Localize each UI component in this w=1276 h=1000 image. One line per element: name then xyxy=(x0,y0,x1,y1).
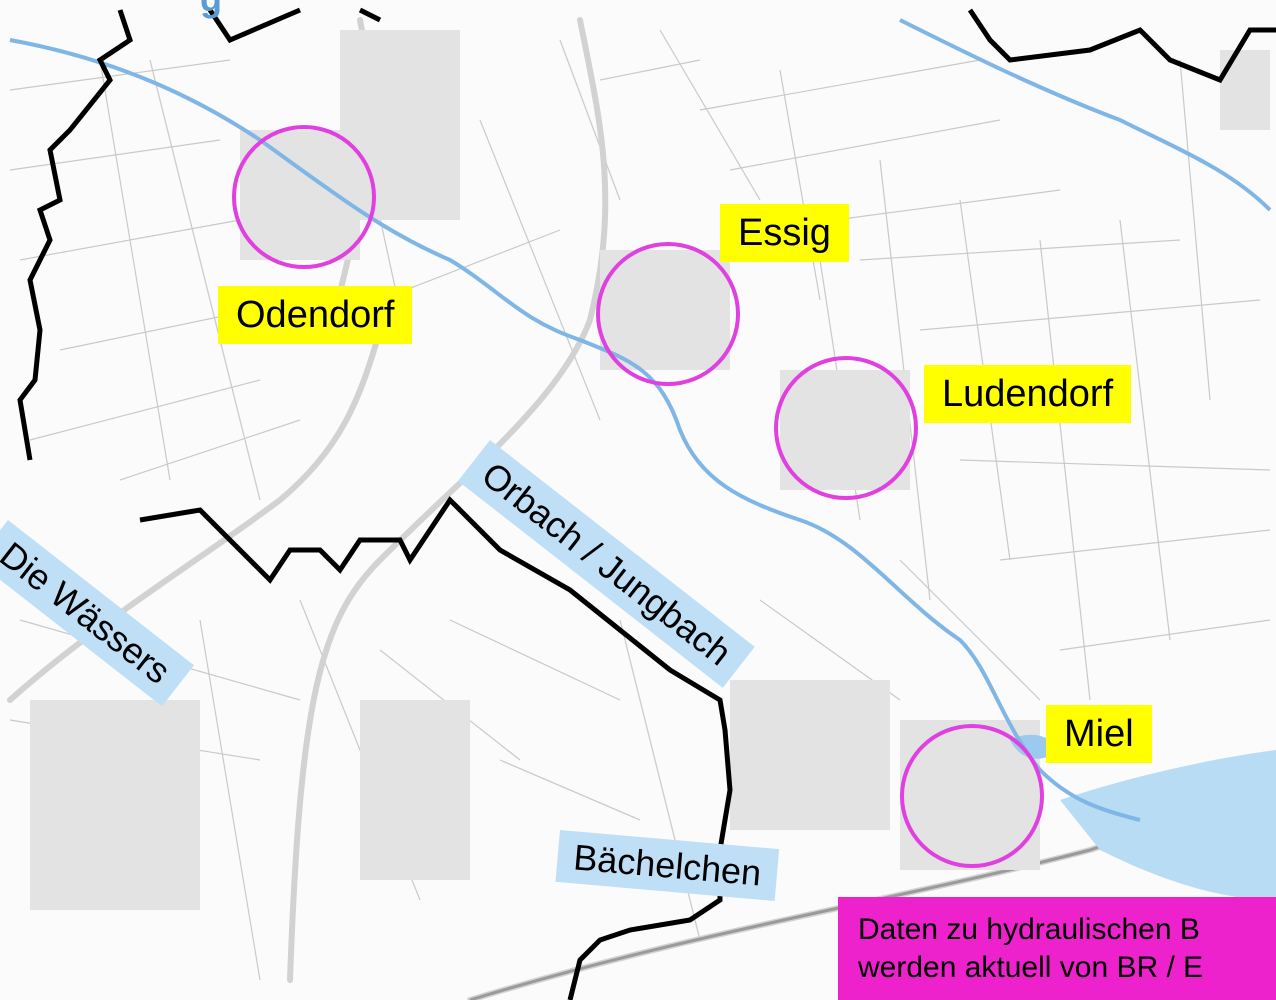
data-note: Daten zu hydraulischen B werden aktuell … xyxy=(838,897,1276,1000)
boundary-lines xyxy=(17,7,1276,1000)
circle-ludendorf xyxy=(774,356,918,500)
title-fragment: g xyxy=(200,0,222,20)
data-note-line-2: werden aktuell von BR / E xyxy=(858,951,1204,984)
circle-miel xyxy=(900,724,1044,868)
river-orbach xyxy=(9,38,1141,822)
label-odendorf: Odendorf xyxy=(218,286,413,344)
label-miel: Miel xyxy=(1046,705,1152,763)
river-north xyxy=(899,18,1272,212)
label-ludendorf: Ludendorf xyxy=(924,365,1132,423)
data-note-line-1: Daten zu hydraulischen B xyxy=(858,913,1200,946)
circle-essig xyxy=(596,242,740,386)
place-circles xyxy=(232,125,1044,868)
flood-area xyxy=(1060,750,1276,900)
circle-odendorf xyxy=(232,125,376,269)
label-essig: Essig xyxy=(720,204,849,262)
